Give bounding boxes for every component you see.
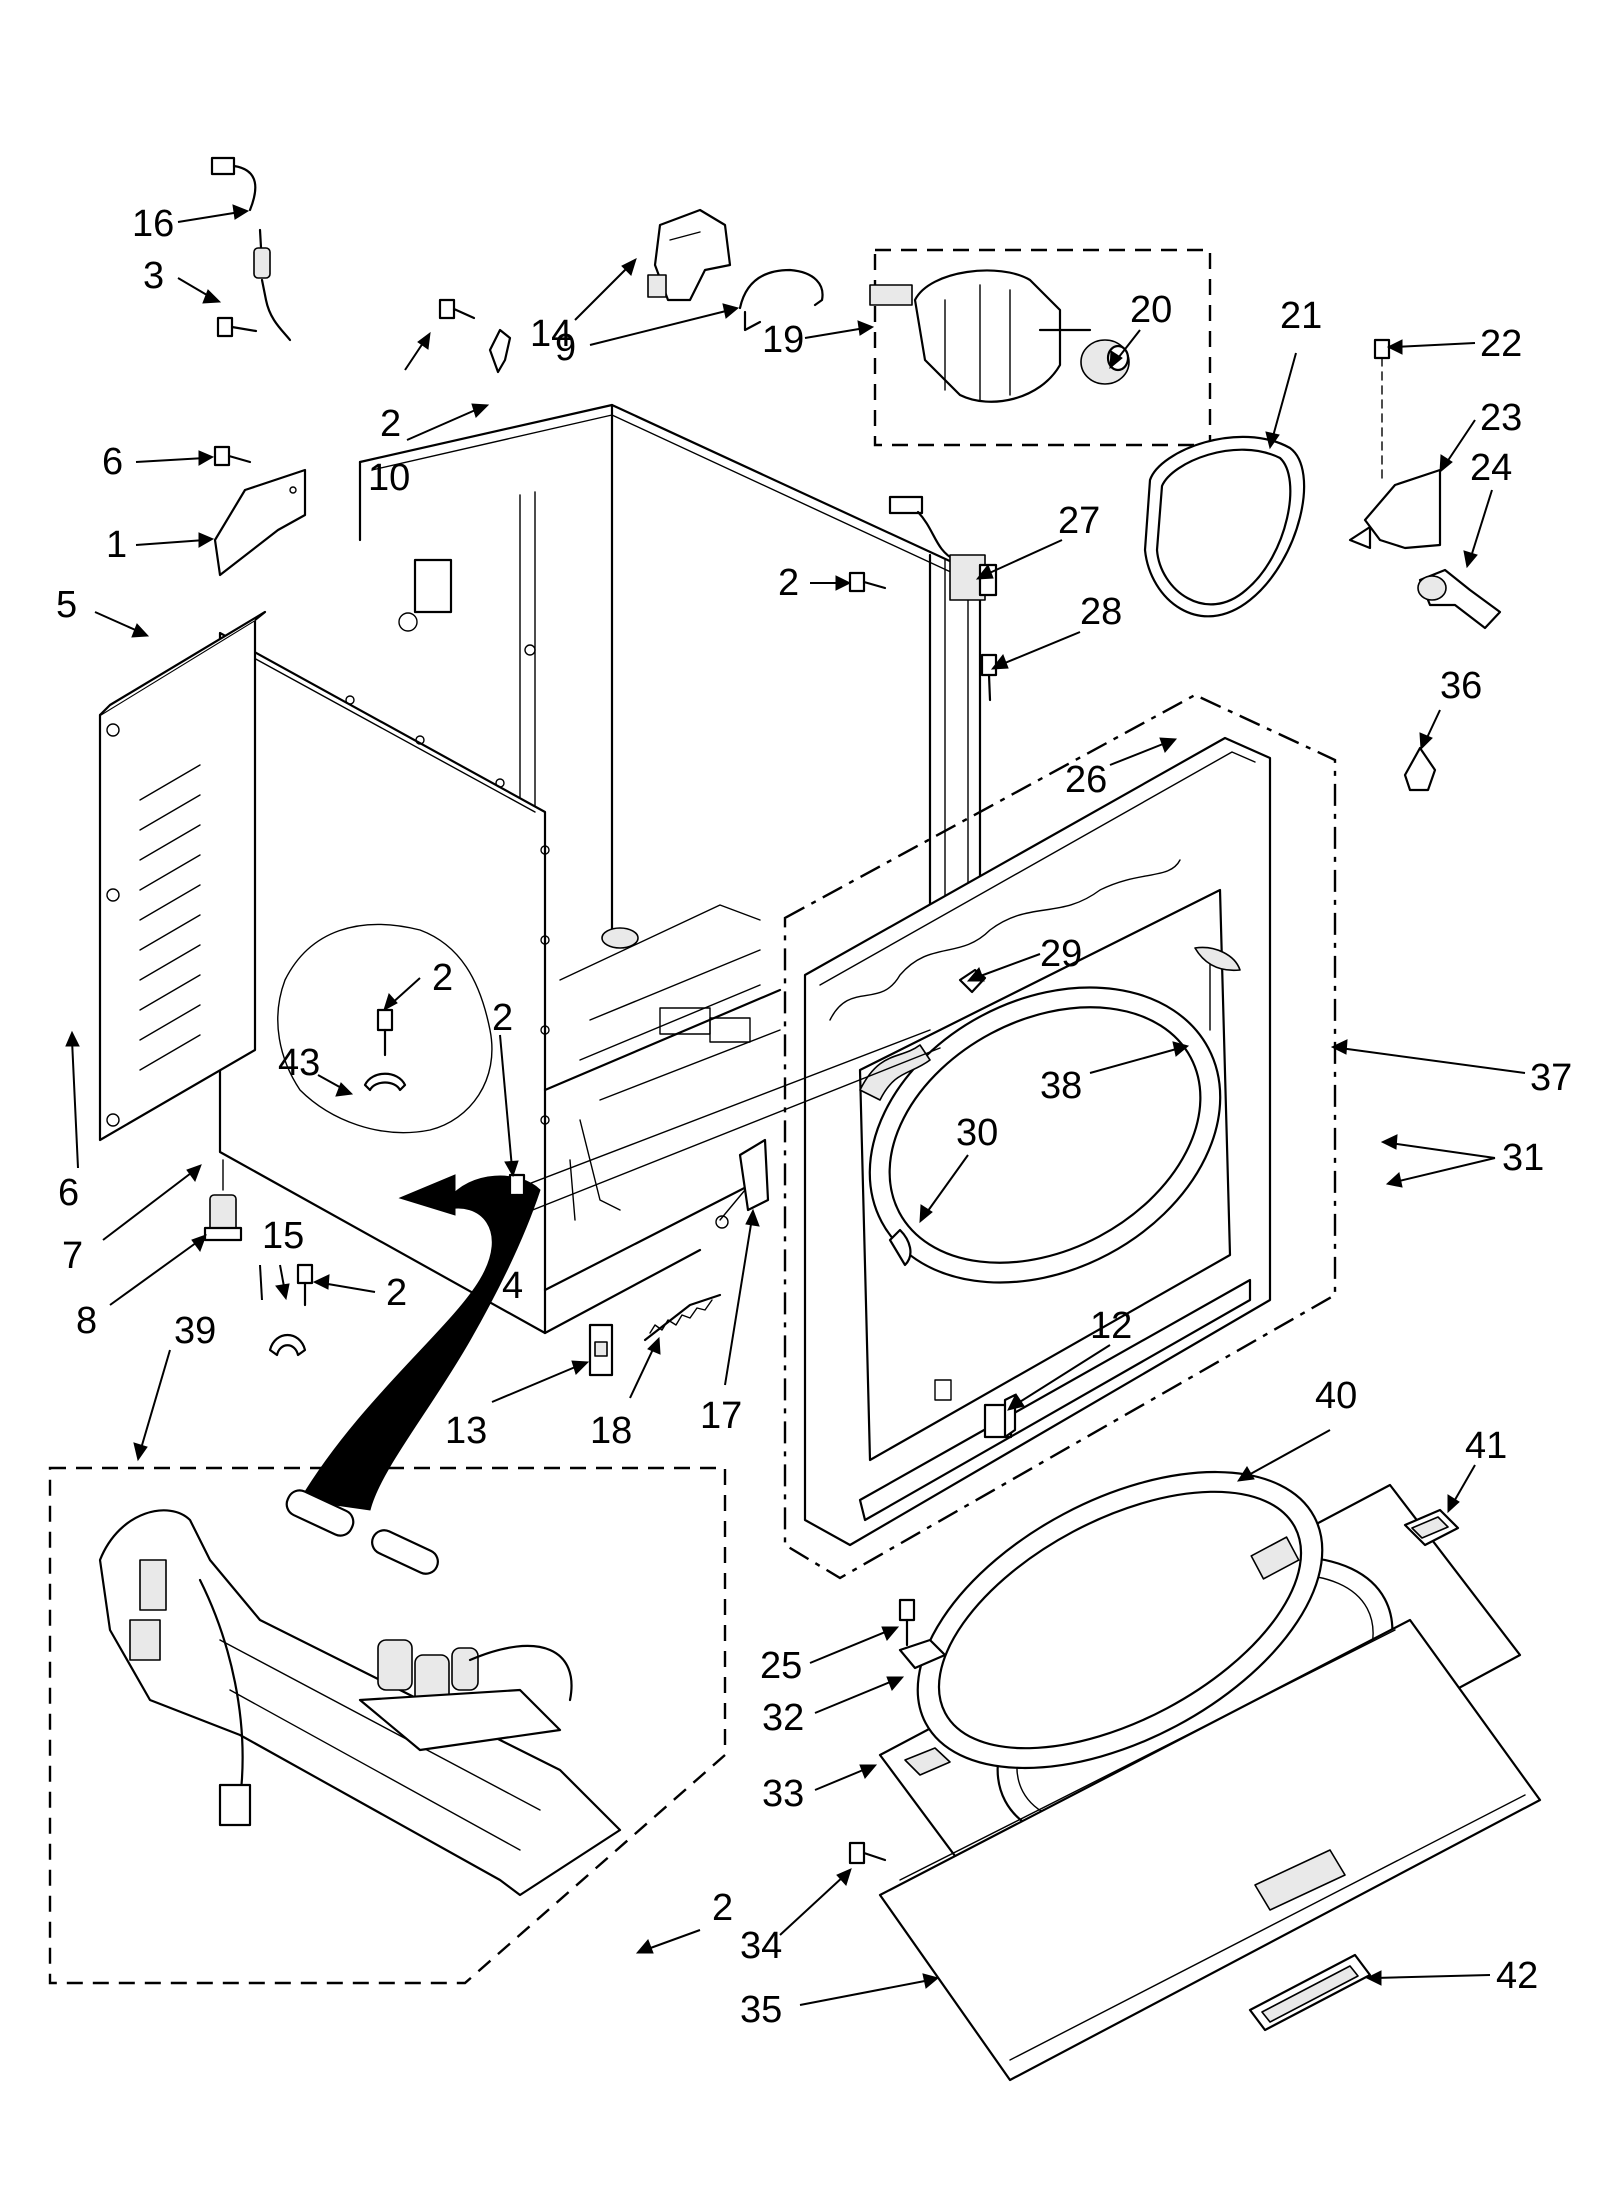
screw-part-6-top bbox=[213, 445, 252, 467]
callout-19: 19 bbox=[762, 319, 804, 361]
thermal-fuse-part bbox=[210, 156, 292, 342]
callout-40: 40 bbox=[1315, 1375, 1357, 1417]
callout-34: 34 bbox=[740, 1925, 782, 1967]
callout-42: 42 bbox=[1496, 1955, 1538, 1997]
screw-part-2-top bbox=[438, 298, 476, 320]
callout-26: 26 bbox=[1065, 759, 1107, 801]
callout-12: 12 bbox=[1090, 1305, 1132, 1347]
callout-8: 8 bbox=[76, 1300, 97, 1342]
callout-9: 9 bbox=[555, 327, 576, 369]
callout-7: 7 bbox=[62, 1235, 83, 1277]
callout-2-mid: 2 bbox=[778, 562, 799, 604]
callout-4: 4 bbox=[502, 1265, 523, 1307]
exhaust-duct bbox=[299, 1174, 541, 1511]
callout-29: 29 bbox=[1040, 933, 1082, 975]
callout-43: 43 bbox=[278, 1042, 320, 1084]
callout-24: 24 bbox=[1470, 447, 1512, 489]
idler-bracket-parts bbox=[1348, 338, 1502, 630]
callout-31: 31 bbox=[1502, 1137, 1544, 1179]
callout-3: 3 bbox=[143, 255, 164, 297]
callout-28: 28 bbox=[1080, 591, 1122, 633]
callout-25: 25 bbox=[760, 1645, 802, 1687]
callout-14: 14 bbox=[530, 313, 572, 355]
callout-2-top: 2 bbox=[380, 403, 401, 445]
callout-2-side: 2 bbox=[492, 997, 513, 1039]
callout-2-bottom: 2 bbox=[712, 1887, 733, 1929]
callout-22: 22 bbox=[1480, 323, 1522, 365]
callout-10: 10 bbox=[368, 457, 410, 499]
callout-20: 20 bbox=[1130, 289, 1172, 331]
clip-part-9 bbox=[738, 268, 824, 332]
callout-37: 37 bbox=[1530, 1057, 1572, 1099]
duct-rod-2 bbox=[519, 1047, 941, 1216]
duct-rod bbox=[499, 1029, 931, 1196]
callout-23: 23 bbox=[1480, 397, 1522, 439]
callout-16: 16 bbox=[132, 203, 174, 245]
callout-17: 17 bbox=[700, 1395, 742, 1437]
callout-39: 39 bbox=[174, 1310, 216, 1352]
burner-assembly-inset bbox=[48, 1466, 727, 1985]
callout-32: 32 bbox=[762, 1697, 804, 1739]
callout-15: 15 bbox=[262, 1215, 304, 1257]
callout-13: 13 bbox=[445, 1410, 487, 1452]
leader-lines bbox=[65, 204, 1526, 2006]
callout-36: 36 bbox=[1440, 665, 1482, 707]
callout-1: 1 bbox=[106, 524, 127, 566]
drive-belt bbox=[1143, 435, 1306, 618]
switch-parts bbox=[848, 495, 998, 702]
callout-38: 38 bbox=[1040, 1065, 1082, 1107]
front-panel-assembly bbox=[783, 693, 1337, 1580]
callout-labels: 16 3 14 9 19 20 21 22 23 24 2 10 6 1 5 2… bbox=[56, 203, 1572, 2031]
callout-33: 33 bbox=[762, 1773, 804, 1815]
callout-5: 5 bbox=[56, 584, 77, 626]
callout-21: 21 bbox=[1280, 295, 1322, 337]
callout-6-bottom: 6 bbox=[58, 1172, 79, 1214]
callout-41: 41 bbox=[1465, 1425, 1507, 1467]
lower-center-parts bbox=[588, 1138, 770, 1377]
glide-part-36 bbox=[1403, 746, 1437, 792]
callout-2-lower: 2 bbox=[386, 1272, 407, 1314]
base-parts bbox=[848, 1393, 1542, 2082]
lower-left-parts bbox=[203, 1159, 314, 1357]
callout-27: 27 bbox=[1058, 500, 1100, 542]
motor-assembly-group bbox=[869, 248, 1212, 447]
side-panel-cutaway bbox=[277, 923, 526, 1222]
callout-18: 18 bbox=[590, 1410, 632, 1452]
callout-30: 30 bbox=[956, 1112, 998, 1154]
callout-35: 35 bbox=[740, 1989, 782, 2031]
rear-panel bbox=[98, 610, 267, 1142]
screw-part-3 bbox=[216, 316, 258, 338]
clip-part-10 bbox=[488, 328, 512, 374]
bracket-part-14 bbox=[647, 208, 732, 302]
callout-2-cutaway: 2 bbox=[432, 957, 453, 999]
callout-6-top: 6 bbox=[102, 441, 123, 483]
shield-part-1 bbox=[213, 468, 307, 577]
